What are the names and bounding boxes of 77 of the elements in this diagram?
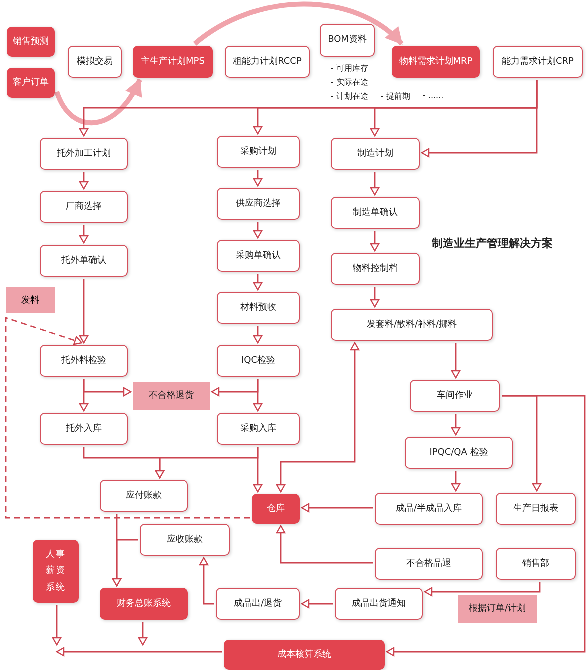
connector-arrow (301, 503, 373, 513)
process-box: 托外入库 (40, 413, 128, 445)
connector-arrow (253, 274, 263, 291)
connector-arrow (83, 379, 132, 397)
process-box: 销售部 (496, 548, 576, 580)
process-box: 采购入库 (217, 413, 300, 445)
connector-arrow (112, 539, 138, 587)
process-box: 车间作业 (410, 380, 500, 412)
connector-arrow (79, 279, 89, 344)
edge-label: 发料 (6, 287, 55, 313)
process-box: 成品/半成品入库 (375, 493, 483, 525)
process-box: 发套料/散料/补料/挪料 (331, 309, 493, 341)
process-box: 成品出/退货 (216, 588, 300, 620)
connector-arrow (451, 414, 461, 436)
list-item: - ...... (423, 91, 444, 100)
process-box: 能力需求计划CRP (493, 46, 583, 78)
connector-arrow (5, 317, 250, 519)
process-box: 成本核算系统 (224, 640, 385, 670)
process-box: 托外料检验 (40, 345, 128, 377)
connector-arrow (253, 222, 263, 239)
connector-arrow (370, 172, 380, 196)
connector-arrow (276, 525, 373, 564)
process-box: 模拟交易 (68, 46, 122, 78)
process-box: 托外加工计划 (40, 138, 128, 170)
process-box: 财务总账系统 (100, 588, 188, 620)
process-box: 粗能力计划RCCP (225, 46, 310, 78)
connector-arrow (421, 80, 538, 158)
list-item: - 实际在途 (331, 77, 368, 88)
process-box: 物料需求计划MRP (392, 46, 480, 78)
process-box: BOM资料 (320, 24, 375, 57)
process-box: 销售预测 (7, 27, 55, 57)
process-box: 主生产计划MPS (133, 46, 213, 78)
arrow (138, 622, 148, 646)
connector-arrow (253, 170, 263, 187)
process-box: 生产日报表 (496, 493, 576, 525)
connector-arrow (301, 599, 333, 609)
process-box: 材料预收 (217, 292, 300, 324)
process-box: 厂商选择 (40, 191, 128, 223)
process-box: 供应商选择 (217, 188, 300, 220)
tagline: 制造业生产管理解决方案 (432, 236, 553, 251)
connector-arrow (253, 326, 263, 344)
process-box: 采购计划 (217, 136, 300, 168)
process-box: 成品出货通知 (335, 588, 423, 620)
connector-arrow (199, 557, 214, 605)
connector-arrow (451, 471, 461, 492)
process-box: 托外单确认 (40, 245, 128, 277)
process-box: 物料控制档 (331, 253, 420, 285)
arrow (56, 647, 222, 657)
curved-arrow (193, 2, 404, 46)
list-item: - 提前期 (381, 91, 410, 102)
process-box: 客户订单 (7, 68, 55, 98)
connector-arrow (253, 379, 263, 412)
connector-arrow (79, 172, 89, 190)
connector-arrow (370, 231, 380, 252)
note-box: 根据订单/计划 (458, 595, 537, 623)
arrow (52, 605, 62, 646)
connector-arrow (386, 395, 586, 657)
list-item: - 计划在途 (331, 91, 368, 102)
note-box: 不合格退货 (133, 382, 210, 410)
curved-arrow (54, 78, 142, 126)
process-box: 应付账款 (100, 480, 188, 512)
process-box: 采购单确认 (217, 240, 300, 272)
connector-arrow (253, 447, 263, 493)
process-box: 不合格品退 (375, 548, 483, 580)
process-box: 仓库 (252, 494, 300, 524)
connector-arrow (276, 342, 360, 493)
process-box: IQC检验 (217, 345, 300, 377)
connector-arrow (370, 287, 380, 308)
process-box: 制造单确认 (331, 197, 420, 229)
process-box: 制造计划 (331, 138, 420, 170)
connector-arrow (79, 225, 89, 244)
process-box: IPQC/QA 检验 (405, 437, 513, 469)
process-box: 人事薪资系统 (33, 540, 79, 603)
connector-arrow (451, 343, 461, 379)
process-box: 应收账款 (140, 524, 230, 556)
list-item: - 可用库存 (331, 63, 368, 74)
connector-arrow (424, 582, 541, 597)
